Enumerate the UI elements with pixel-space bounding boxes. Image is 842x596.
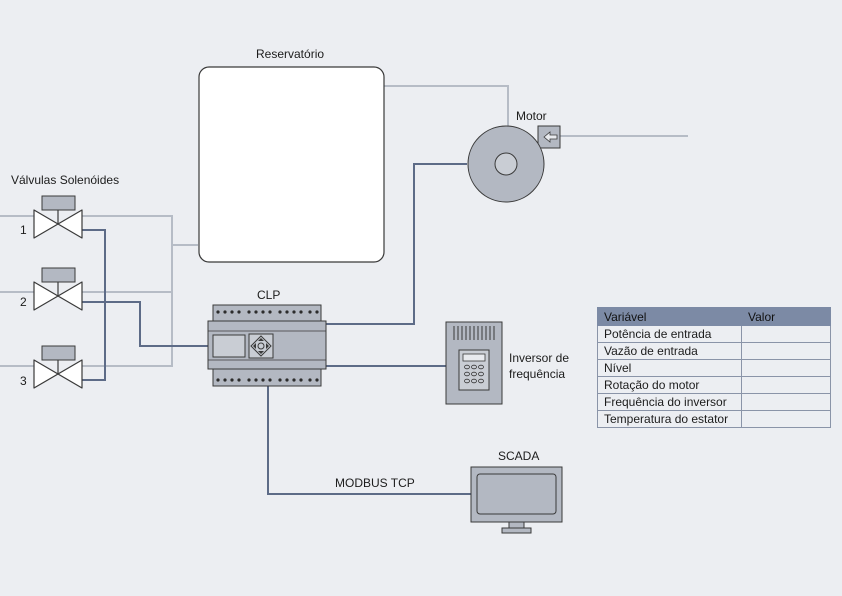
table-row: Potência de entrada <box>597 325 831 343</box>
arrow-left-icon <box>543 131 558 143</box>
header-variable: Variável <box>597 307 742 326</box>
scada-monitor <box>470 466 563 534</box>
plc-display <box>212 334 246 358</box>
table-row: Nível <box>597 359 831 377</box>
motor <box>467 125 561 203</box>
solenoid-valve-3 <box>33 345 83 389</box>
table-row: Vazão de entrada <box>597 342 831 360</box>
table-header-row: Variável Valor <box>597 307 831 326</box>
variables-table: Variável Valor Potência de entrada Vazão… <box>597 307 831 428</box>
inverter-label-line1: Inversor de <box>509 351 570 365</box>
inverter-display <box>462 353 486 362</box>
table-row: Rotação do motor <box>597 376 831 394</box>
valve-3-label: 3 <box>20 374 27 388</box>
signal-wires <box>82 163 472 495</box>
plc-keypad-icon <box>248 333 274 359</box>
variable-cell: Rotação do motor <box>597 376 742 394</box>
table-row: Frequência do inversor <box>597 393 831 411</box>
value-cell <box>741 376 831 394</box>
reservoir <box>198 66 385 263</box>
variable-cell: Temperatura do estator <box>597 410 742 428</box>
value-cell <box>741 393 831 411</box>
modbus-label: MODBUS TCP <box>335 476 415 490</box>
inverter-keypad <box>464 364 484 384</box>
variable-cell: Frequência do inversor <box>597 393 742 411</box>
value-cell <box>741 325 831 343</box>
variable-cell: Vazão de entrada <box>597 342 742 360</box>
value-cell <box>741 410 831 428</box>
plc <box>207 304 327 387</box>
variable-cell: Nível <box>597 359 742 377</box>
motor-shaft <box>494 152 518 176</box>
value-cell <box>741 342 831 360</box>
frequency-inverter <box>445 321 503 405</box>
valve-2-label: 2 <box>20 295 27 309</box>
table-row: Temperatura do estator <box>597 410 831 428</box>
value-cell <box>741 359 831 377</box>
pipes <box>0 85 688 367</box>
plc-label: CLP <box>257 288 281 302</box>
valve-1-label: 1 <box>20 223 27 237</box>
valves-label: Válvulas Solenóides <box>11 173 120 187</box>
plc-terminals <box>216 310 319 382</box>
inverter-vent <box>453 326 495 340</box>
inverter-label-line2: frequência <box>509 367 566 381</box>
motor-label: Motor <box>516 109 547 123</box>
header-value: Valor <box>741 307 831 326</box>
variable-cell: Potência de entrada <box>597 325 742 343</box>
solenoid-valve-1 <box>33 195 83 239</box>
reservoir-label: Reservatório <box>256 47 325 61</box>
scada-label: SCADA <box>498 449 540 463</box>
solenoid-valve-2 <box>33 267 83 311</box>
